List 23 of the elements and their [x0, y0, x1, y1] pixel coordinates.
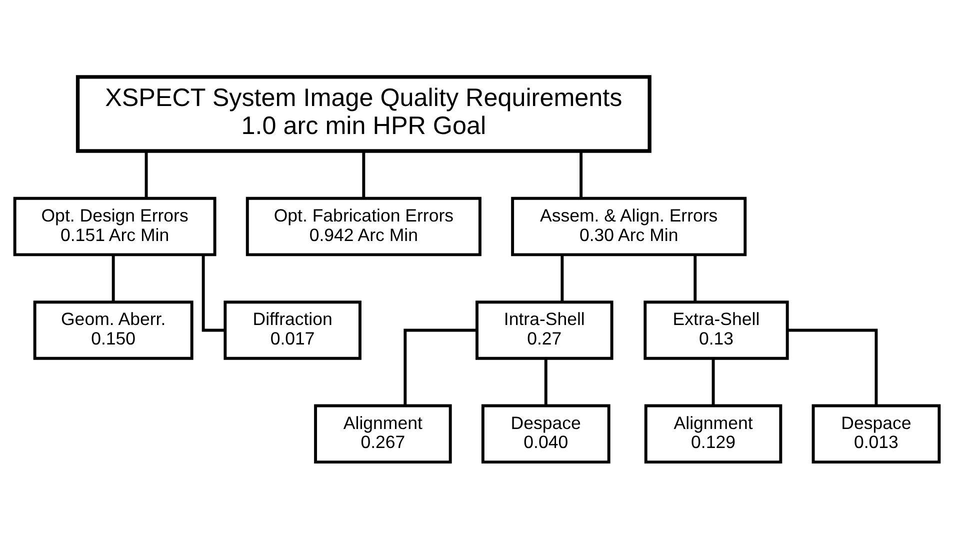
node-box: Diffraction 0.017 — [224, 300, 362, 360]
node-box: Intra-Shell 0.27 — [476, 300, 614, 360]
node-box: Opt. Fabrication Errors 0.942 Arc Min — [246, 196, 482, 256]
connector — [144, 150, 148, 198]
node-box: Alignment 0.129 — [644, 404, 782, 464]
connector — [560, 254, 564, 302]
connector — [544, 358, 548, 406]
connector — [202, 254, 225, 332]
node-box: Despace 0.013 — [812, 404, 941, 464]
connector — [694, 254, 697, 302]
connector — [580, 150, 583, 198]
connector — [362, 150, 366, 198]
node-box: Despace 0.040 — [481, 404, 610, 464]
connector — [712, 358, 715, 406]
node-box: Extra-Shell 0.13 — [644, 300, 789, 360]
node-box: Opt. Design Errors 0.151 Arc Min — [13, 196, 216, 256]
node-box: Geom. Aberr. 0.150 — [33, 300, 194, 360]
node-box: Alignment 0.267 — [314, 404, 452, 464]
node-box: XSPECT System Image Quality Requirements 1.0 arc min HPR Goal — [76, 74, 652, 152]
connector — [404, 328, 477, 406]
connector — [788, 328, 878, 406]
connector — [112, 254, 115, 302]
node-box: Assem. & Align. Errors 0.30 Arc Min — [511, 196, 747, 256]
